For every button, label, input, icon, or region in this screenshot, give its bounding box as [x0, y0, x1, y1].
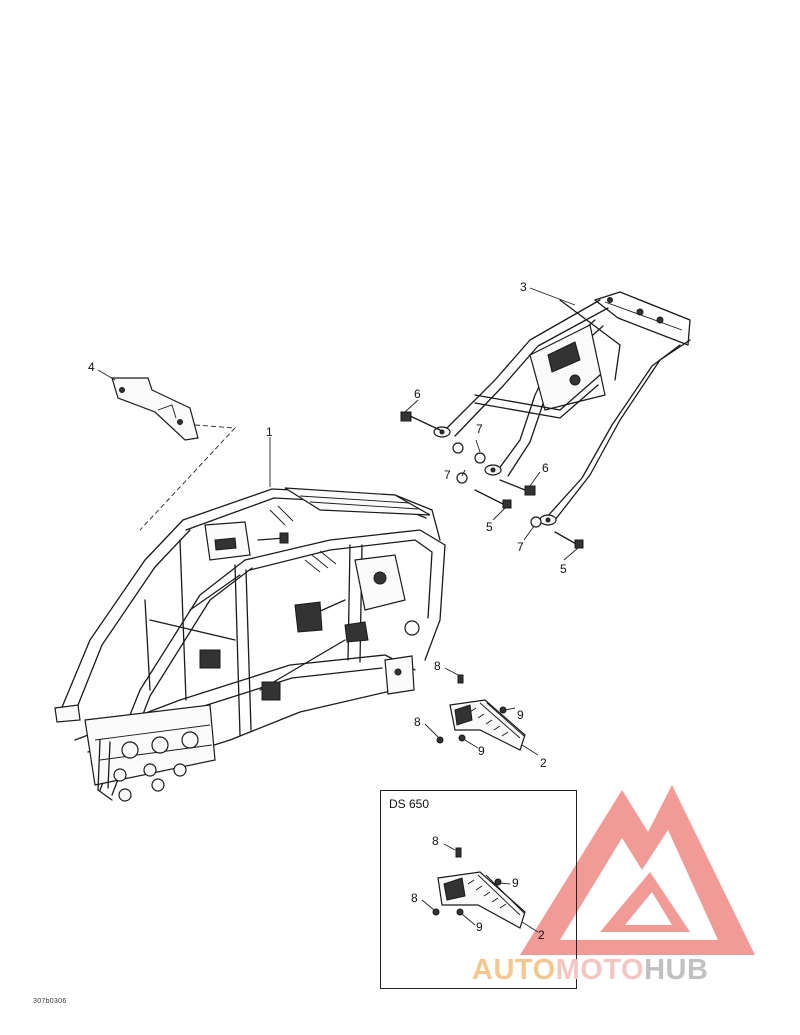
callout-2: 2 — [540, 756, 547, 770]
leader-lines — [97, 287, 579, 756]
callout-9-a: 9 — [517, 708, 524, 722]
watermark-auto: AUTO — [472, 954, 556, 986]
callout-7-b: 7 — [444, 468, 451, 482]
callout-5-a: 5 — [486, 520, 493, 534]
callout-3: 3 — [520, 280, 527, 294]
watermark-logo-triangle — [520, 785, 755, 955]
callout-inset-9-a: 9 — [512, 876, 519, 890]
callout-8-b: 8 — [414, 715, 421, 729]
main-frame-part-1 — [54, 487, 446, 802]
inset-box: DS 650 — [380, 790, 577, 989]
callout-4: 4 — [88, 360, 95, 374]
reference-code: 307b0306 — [33, 998, 67, 1005]
bracket-part-4 — [111, 377, 236, 531]
callout-7-c: 7 — [517, 540, 524, 554]
watermark-text: AUTOMOTOHUB — [472, 954, 708, 987]
callout-7-a: 7 — [476, 422, 483, 436]
callout-9-b: 9 — [478, 744, 485, 758]
watermark-moto: MOTO — [555, 954, 645, 986]
callout-inset-8-b: 8 — [411, 891, 418, 905]
subframe-fasteners — [400, 411, 584, 549]
callout-inset-2: 2 — [538, 928, 545, 942]
footrest-part-2 — [449, 699, 526, 751]
callout-6-a: 6 — [414, 387, 421, 401]
inset-title: DS 650 — [389, 797, 430, 811]
callout-6-b: 6 — [542, 461, 549, 475]
callout-inset-8-a: 8 — [432, 834, 439, 848]
callout-inset-9-b: 9 — [476, 920, 483, 934]
inset-footrest — [421, 843, 539, 933]
rear-subframe-part-3 — [433, 291, 691, 526]
callout-8-a: 8 — [434, 659, 441, 673]
callout-5-b: 5 — [560, 562, 567, 576]
callout-1: 1 — [266, 425, 273, 439]
watermark-hub: HUB — [644, 954, 709, 986]
